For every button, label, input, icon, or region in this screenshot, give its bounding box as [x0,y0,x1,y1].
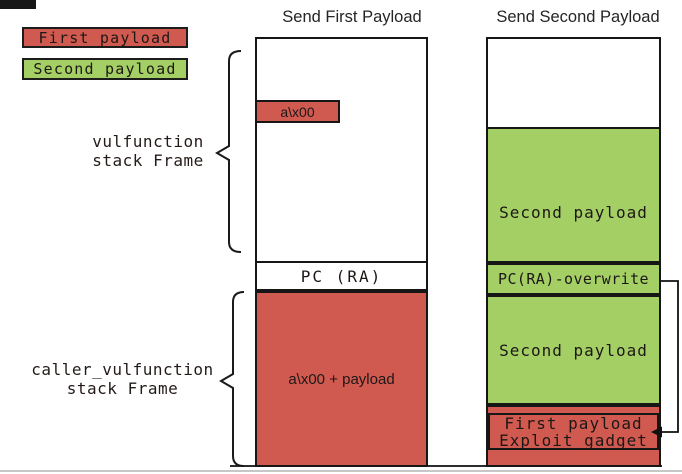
gadget-line-exploit-gadget: Exploit gadget [499,430,648,450]
caller-vulfunction-frame-label: caller_vulfunction stack Frame [31,360,214,398]
column1-payload-cell: a\x00 + payload [255,291,428,467]
column2-pc-ra-overwrite-cell: PC(RA)-overwrite [486,263,661,295]
column2-title: Send Second Payload [496,8,660,26]
column1-pc-ra-cell: PC (RA) [255,261,428,291]
legend-second-payload: Second payload [22,58,188,80]
legend-first-payload: First payload [22,27,188,48]
bottom-edge-line [0,470,682,472]
gadget-line-first-payload: First payload [504,413,643,433]
vulfunction-frame-label: vulfunction stack Frame [92,132,204,170]
columns-bottom-edge [230,465,662,467]
column2-second-payload-bottom-cell: Second payload [486,295,661,405]
column2-exploit-gadget-cell: First payload Exploit gadget [488,413,659,450]
column1-buffer-cell: a\x00 [255,100,340,123]
overwrite-to-gadget-arrow [660,280,679,433]
column2-second-payload-top-cell: Second payload [486,127,661,263]
corner-artifact [0,0,36,9]
column1-title: Send First Payload [282,8,422,26]
